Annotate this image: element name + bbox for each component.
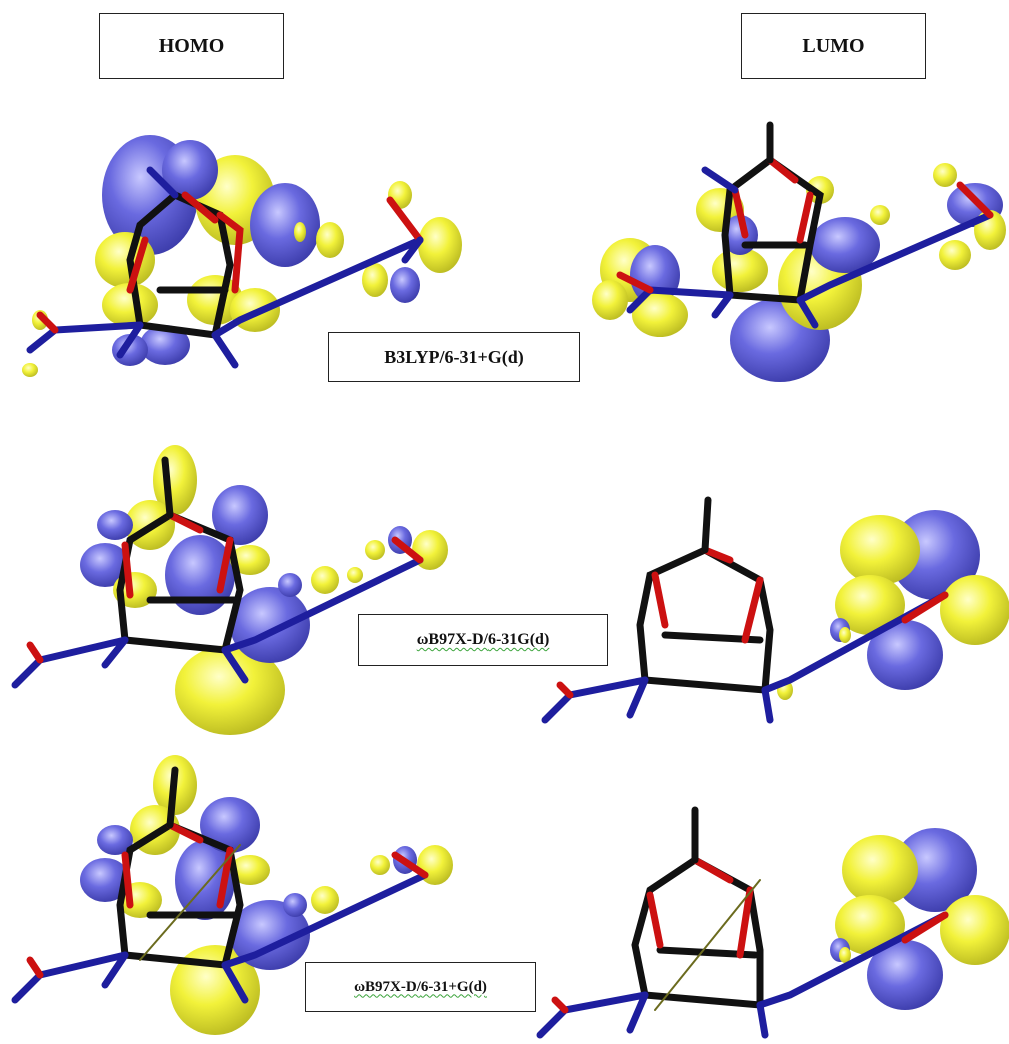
method-label-b3lyp: B3LYP/6-31+G(d) (328, 332, 580, 382)
lumo-header: LUMO (741, 13, 926, 79)
lumo-orbital-wb97xd-631pg (536, 806, 1009, 1039)
orbital-lobes (592, 163, 1006, 382)
homo-orbital-wb97xd-631pg (11, 755, 453, 1035)
molecule-bonds (11, 766, 429, 1004)
method-label-suffix: 6-31G(d) (487, 631, 550, 648)
homo-orbital-wb97xd-631g (11, 445, 448, 735)
homo-header: HOMO (99, 13, 284, 79)
molecule-bonds (616, 121, 994, 329)
method-label-text: B3LYP/6-31+G(d) (384, 346, 524, 367)
orbital-lobes (80, 755, 453, 1035)
method-label-wb97xd-631pg: ωB97X-D/6-31+G(d) (305, 962, 536, 1012)
molecule-bonds (536, 806, 949, 1039)
method-label-wb97xd-631g: ωB97X-D/6-31G(d) (358, 614, 608, 666)
method-label-suffix: 6-31+G(d) (420, 978, 487, 995)
orbital-lobes (830, 828, 1009, 1010)
orbital-lobes (80, 445, 448, 735)
lumo-orbital-wb97xd-631g (541, 496, 1009, 724)
molecule-bonds (11, 456, 424, 689)
method-label-prefix: ωB97X-D/ (416, 631, 488, 648)
homo-header-text: HOMO (158, 34, 225, 57)
method-label-prefix: ωB97X-D/ (354, 978, 421, 995)
molecule-bonds (26, 166, 424, 369)
lumo-orbital-b3lyp (592, 121, 1006, 382)
homo-orbital-b3lyp (22, 135, 462, 377)
molecule-bonds (541, 496, 949, 724)
orbital-lobes (777, 510, 1009, 700)
lumo-header-text: LUMO (802, 34, 865, 57)
